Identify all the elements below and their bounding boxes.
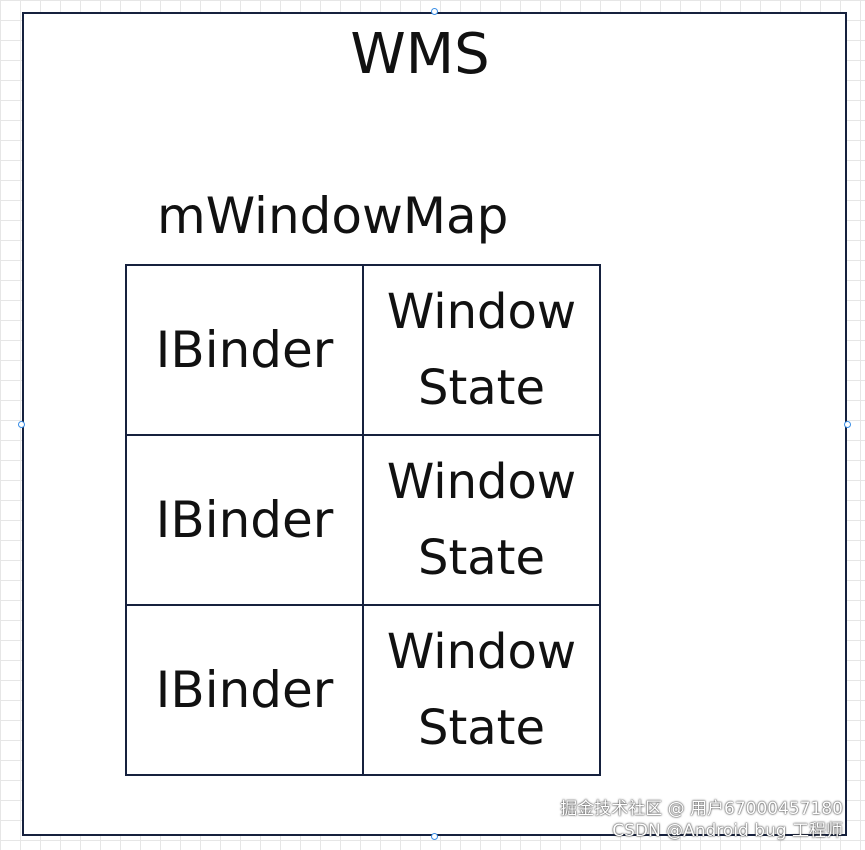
- resize-handle-top[interactable]: [431, 8, 438, 15]
- value-line-2: State: [417, 700, 546, 756]
- map-key-cell: IBinder: [125, 264, 364, 436]
- value-line-1: Window: [386, 284, 577, 340]
- value-line-1: Window: [386, 624, 577, 680]
- wms-title: WMS: [350, 22, 490, 87]
- map-value-cell: Window State: [362, 604, 601, 776]
- map-key-cell: IBinder: [125, 604, 364, 776]
- map-row: IBinder Window State: [125, 604, 601, 776]
- value-line-2: State: [417, 530, 546, 586]
- watermark: 掘金技术社区 @ 用户67000457180 CSDN @Android bug…: [560, 798, 843, 842]
- value-line-2: State: [417, 360, 546, 416]
- watermark-line-1: 掘金技术社区 @ 用户67000457180: [560, 799, 843, 819]
- window-map-label: mWindowMap: [157, 187, 509, 245]
- resize-handle-bottom[interactable]: [431, 833, 438, 840]
- map-key-cell: IBinder: [125, 434, 364, 606]
- window-map-table: IBinder Window State IBinder Window Stat…: [125, 264, 601, 776]
- map-value-cell: Window State: [362, 434, 601, 606]
- map-row: IBinder Window State: [125, 264, 601, 436]
- watermark-line-2: CSDN @Android bug 工程师: [612, 821, 843, 841]
- map-row: IBinder Window State: [125, 434, 601, 606]
- map-value-cell: Window State: [362, 264, 601, 436]
- value-line-1: Window: [386, 454, 577, 510]
- resize-handle-left[interactable]: [18, 421, 25, 428]
- resize-handle-right[interactable]: [844, 421, 851, 428]
